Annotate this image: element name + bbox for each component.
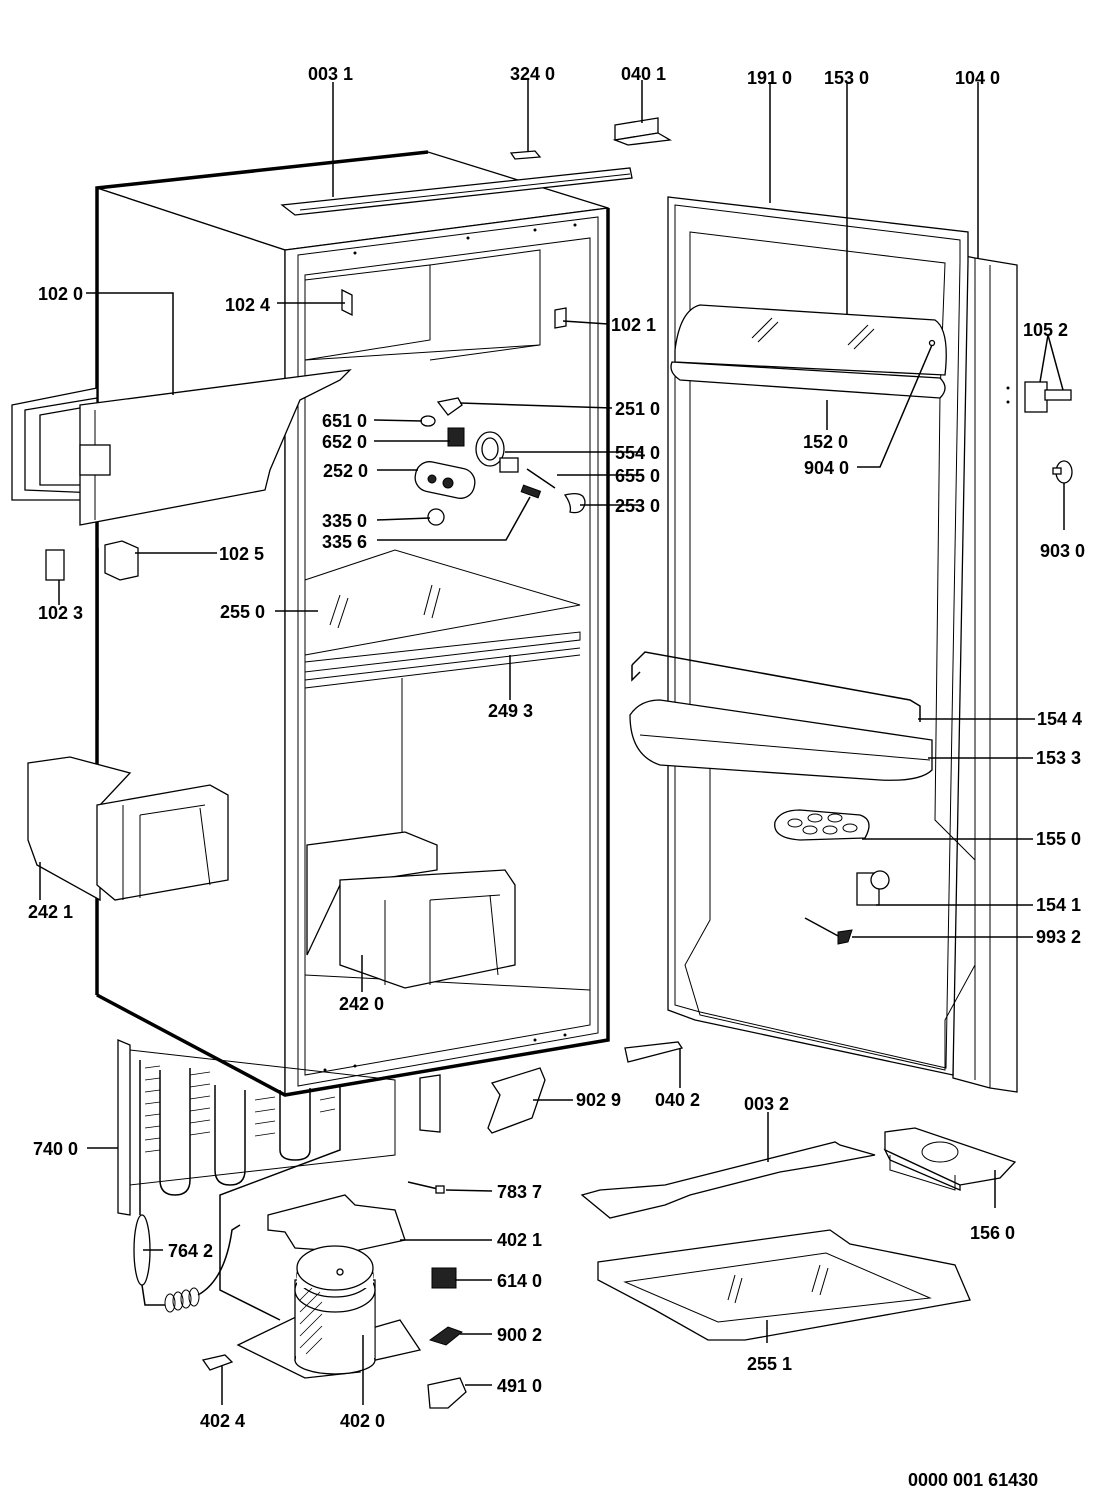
part-651-0	[420, 415, 436, 427]
label-402-0: 402 0	[340, 1411, 385, 1431]
part-102-0-freezer-door	[11, 369, 352, 526]
label-554-0: 554 0	[615, 443, 660, 463]
part-900-2-protector	[428, 1326, 464, 1346]
label-402-1: 402 1	[497, 1230, 542, 1250]
part-102-3-hinge	[45, 549, 65, 581]
label-251-0: 251 0	[615, 399, 660, 419]
part-255-1-glass-cover	[597, 1229, 971, 1341]
part-242-1-crisper	[27, 756, 229, 902]
label-102-1: 102 1	[611, 315, 656, 335]
label-255-0: 255 0	[220, 602, 265, 622]
label-255-1: 255 1	[747, 1354, 792, 1374]
label-102-5: 102 5	[219, 544, 264, 564]
part-003-1-top-rail	[280, 167, 633, 216]
part-554-0-inner	[481, 437, 499, 461]
control-cluster	[414, 397, 586, 526]
label-242-1: 242 1	[28, 902, 73, 922]
label-904-0: 904 0	[804, 458, 849, 478]
label-335-0: 335 0	[322, 511, 367, 531]
part-740-0-condenser	[117, 1039, 441, 1321]
label-102-0: 102 0	[38, 284, 83, 304]
reference-number: 0000 001 61430	[908, 1470, 1038, 1490]
label-102-3: 102 3	[38, 603, 83, 623]
part-040-1-upper-hinge	[612, 117, 673, 146]
part-102-5-bracket	[104, 540, 139, 581]
label-249-3: 249 3	[488, 701, 533, 721]
label-191-0: 191 0	[747, 68, 792, 88]
part-003-2-bottom-rail	[580, 1141, 876, 1219]
part-335-0	[427, 508, 445, 526]
part-614-0-relay	[431, 1267, 457, 1289]
label-154-1: 154 1	[1036, 895, 1081, 915]
part-labels: 003 1 324 0 040 1 191 0 153 0 104 0 102 …	[28, 64, 1085, 1490]
part-402-4-clip	[201, 1354, 234, 1371]
part-783-7-pipe	[407, 1181, 445, 1194]
part-655-0	[526, 468, 556, 489]
part-324-0-clip	[509, 150, 542, 160]
part-652-0	[447, 427, 465, 447]
label-900-2: 900 2	[497, 1325, 542, 1345]
part-251-0	[436, 397, 463, 416]
part-102-1-bracket	[554, 307, 567, 329]
label-655-0: 655 0	[615, 466, 660, 486]
part-105-2-hinge	[1024, 381, 1048, 413]
label-102-4: 102 4	[225, 295, 270, 315]
label-402-4: 402 4	[200, 1411, 245, 1431]
label-903-0: 903 0	[1040, 541, 1085, 561]
label-105-2: 105 2	[1023, 320, 1068, 340]
label-764-2: 764 2	[168, 1241, 213, 1261]
part-491-0-terminal-cover	[427, 1377, 467, 1409]
door-assembly	[629, 196, 1073, 1093]
part-402-0-compressor	[236, 1245, 422, 1379]
part-156-0-ice-tray	[883, 1127, 1017, 1191]
label-651-0: 651 0	[322, 411, 367, 431]
part-335-6	[520, 484, 542, 499]
label-740-0: 740 0	[33, 1139, 78, 1159]
label-252-0: 252 0	[323, 461, 368, 481]
leader-lines	[39, 80, 1065, 1405]
label-491-0: 491 0	[497, 1376, 542, 1396]
label-253-0: 253 0	[615, 496, 660, 516]
part-040-2-lower-hinge	[624, 1041, 684, 1063]
label-783-7: 783 7	[497, 1182, 542, 1202]
label-156-0: 156 0	[970, 1223, 1015, 1243]
part-764-2-drier	[133, 1060, 241, 1313]
label-993-2: 993 2	[1036, 927, 1081, 947]
label-154-4: 154 4	[1037, 709, 1082, 729]
label-104-0: 104 0	[955, 68, 1000, 88]
label-242-0: 242 0	[339, 994, 384, 1014]
label-003-2: 003 2	[744, 1094, 789, 1114]
part-242-0-crisper	[306, 831, 516, 989]
label-335-6: 335 6	[322, 532, 367, 552]
label-153-0: 153 0	[824, 68, 869, 88]
part-253-0	[563, 492, 586, 514]
label-652-0: 652 0	[322, 432, 367, 452]
part-554-0-block	[499, 457, 519, 473]
label-324-0: 324 0	[510, 64, 555, 84]
label-003-1: 003 1	[308, 64, 353, 84]
label-155-0: 155 0	[1036, 829, 1081, 849]
label-040-2: 040 2	[655, 1090, 700, 1110]
label-614-0: 614 0	[497, 1271, 542, 1291]
label-153-3: 153 3	[1036, 748, 1081, 768]
label-040-1: 040 1	[621, 64, 666, 84]
part-902-9-cover	[487, 1067, 546, 1134]
label-902-9: 902 9	[576, 1090, 621, 1110]
part-402-1-mount	[267, 1194, 406, 1253]
label-152-0: 152 0	[803, 432, 848, 452]
